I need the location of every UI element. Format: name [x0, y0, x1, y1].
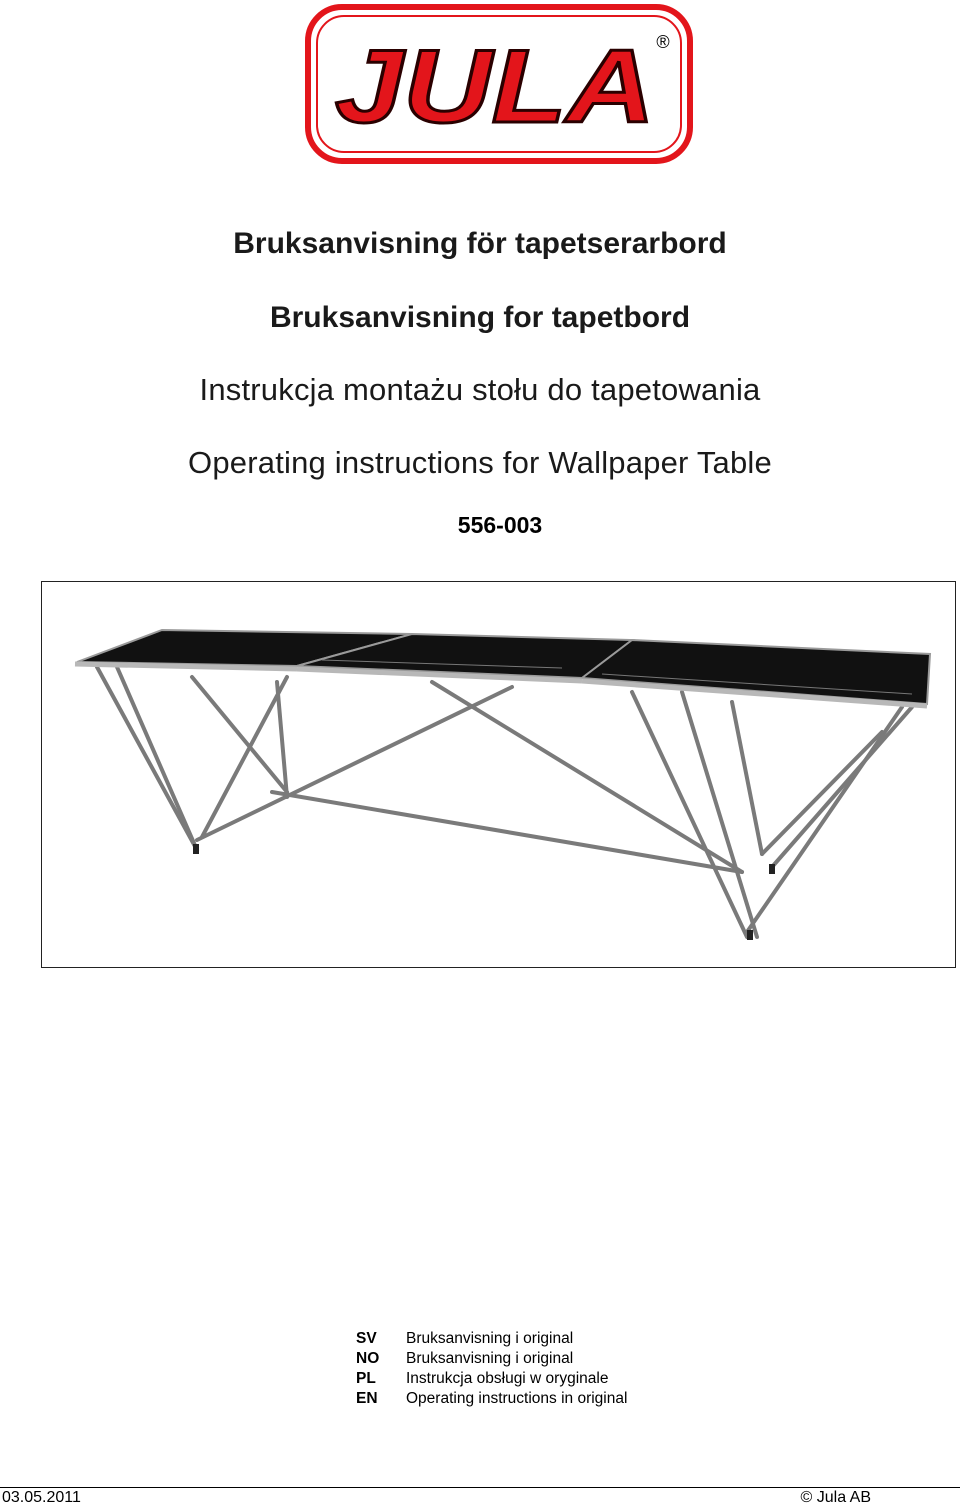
- title-en: Operating instructions for Wallpaper Tab…: [188, 445, 772, 480]
- model-number: 556-003: [457, 512, 543, 538]
- language-code: NO: [356, 1350, 380, 1367]
- title-sv: Bruksanvisning för tapetserarbord: [233, 227, 727, 260]
- footer-date: 03.05.2011: [2, 1489, 81, 1506]
- title-no: Bruksanvisning for tapetbord: [269, 301, 691, 334]
- language-code: SV: [356, 1330, 377, 1347]
- title-pl: Instrukcja montażu stołu do tapetowania: [199, 372, 761, 407]
- page-footer: 03.05.2011 © Jula AB: [0, 1487, 960, 1507]
- footer-copyright: © Jula AB: [800, 1489, 872, 1506]
- language-row: PL Instrukcja obsługi w oryginale: [356, 1369, 627, 1389]
- language-text: Bruksanvisning i original: [406, 1330, 574, 1347]
- language-code: EN: [356, 1390, 378, 1407]
- language-row: SV Bruksanvisning i original: [356, 1329, 627, 1349]
- wallpaper-table-illustration: [74, 628, 932, 940]
- language-text: Bruksanvisning i original: [406, 1350, 574, 1367]
- language-code: PL: [356, 1370, 376, 1387]
- product-image-frame: [41, 581, 956, 968]
- language-row: EN Operating instructions in original: [356, 1389, 627, 1409]
- registered-mark: ®: [656, 32, 669, 52]
- language-list: SV Bruksanvisning i original NO Bruksanv…: [356, 1329, 627, 1409]
- logo-text: JULA: [335, 29, 655, 145]
- language-text: Operating instructions in original: [406, 1390, 628, 1407]
- jula-logo: JULA ®: [305, 4, 693, 164]
- language-row: NO Bruksanvisning i original: [356, 1349, 627, 1369]
- language-text: Instrukcja obsługi w oryginale: [406, 1370, 609, 1387]
